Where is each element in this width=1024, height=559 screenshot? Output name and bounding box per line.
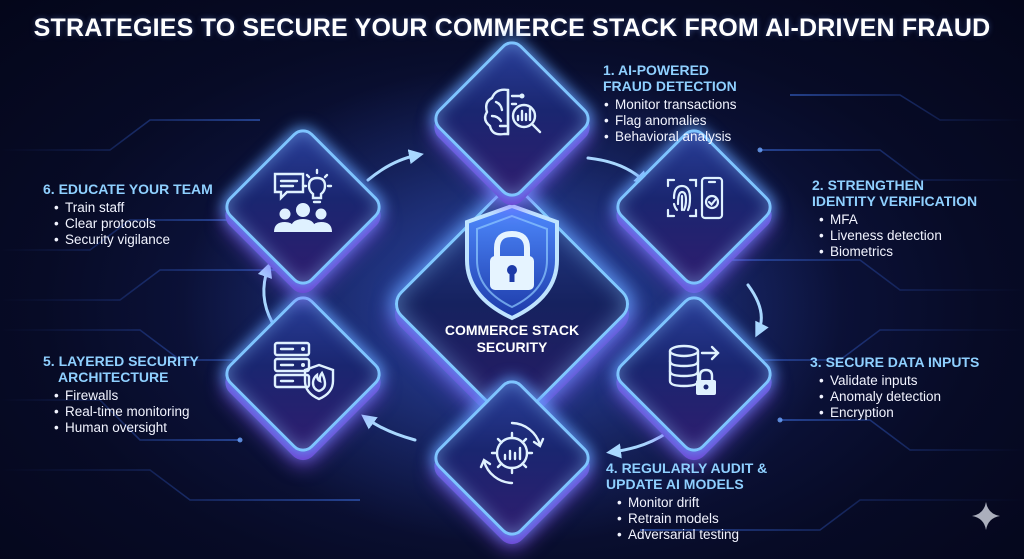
step-4-label: 4. REGULARLY AUDIT & UPDATE AI MODELS Mo… [606, 460, 767, 543]
step-2-label: 2. STRENGTHEN IDENTITY VERIFICATION MFA … [812, 177, 977, 260]
step-4-item-2: Retrain models [616, 511, 767, 527]
step-3-list: Validate inputs Anomaly detection Encryp… [818, 373, 979, 421]
step-6-label: 6. EDUCATE YOUR TEAM Train staff Clear p… [43, 181, 213, 248]
step-1-item-1: Monitor transactions [603, 97, 737, 113]
shield-lock-icon [465, 203, 559, 321]
center-label-line2: SECURITY [476, 339, 548, 355]
step-2-item-1: MFA [818, 212, 977, 228]
database-lock-icon [668, 344, 720, 395]
step-4-heading-line1: 4. REGULARLY AUDIT & [606, 460, 768, 476]
step-5-item-2: Real-time monitoring [53, 404, 199, 420]
server-shield-icon [273, 341, 335, 401]
step-3-item-1: Validate inputs [818, 373, 979, 389]
step-1-heading-line2: FRAUD DETECTION [603, 78, 737, 94]
fingerprint-phone-icon [666, 176, 724, 220]
step-4-heading-line2: UPDATE AI MODELS [606, 476, 744, 492]
step-4-list: Monitor drift Retrain models Adversarial… [616, 495, 767, 543]
sparkle-icon [972, 502, 1000, 530]
step-4-item-1: Monitor drift [616, 495, 767, 511]
step-3-heading-line1: 3. SECURE DATA INPUTS [810, 354, 980, 370]
gear-refresh-icon [479, 421, 545, 485]
step-1-item-2: Flag anomalies [603, 113, 737, 129]
step-5-heading-line1: 5. LAYERED SECURITY [43, 353, 199, 369]
step-1-list: Monitor transactions Flag anomalies Beha… [603, 97, 737, 145]
step-1-heading-line1: 1. AI-POWERED [603, 62, 710, 78]
step-3-item-3: Encryption [818, 405, 979, 421]
step-2-item-2: Liveness detection [818, 228, 977, 244]
step-6-item-1: Train staff [53, 200, 213, 216]
step-6-heading-line1: 6. EDUCATE YOUR TEAM [43, 181, 213, 197]
step-1-item-3: Behavioral analysis [603, 129, 737, 145]
step-4-item-3: Adversarial testing [616, 527, 767, 543]
step-3-item-2: Anomaly detection [818, 389, 979, 405]
step-2-list: MFA Liveness detection Biometrics [818, 212, 977, 260]
step-6-item-2: Clear protocols [53, 216, 213, 232]
center-label: COMMERCE STACK SECURITY [412, 322, 612, 356]
step-1-label: 1. AI-POWERED FRAUD DETECTION Monitor tr… [603, 62, 737, 145]
step-5-list: Firewalls Real-time monitoring Human ove… [53, 388, 199, 436]
brain-analytics-icon [483, 88, 542, 136]
step-2-heading-line2: IDENTITY VERIFICATION [812, 193, 978, 209]
step-5-label: 5. LAYERED SECURITY ARCHITECTURE Firewal… [43, 353, 199, 436]
step-2-heading-line1: 2. STRENGTHEN [812, 177, 925, 193]
step-3-label: 3. SECURE DATA INPUTS Validate inputs An… [810, 354, 979, 421]
step-5-heading-line2: ARCHITECTURE [58, 369, 169, 385]
step-2-item-3: Biometrics [818, 244, 977, 260]
step-5-item-1: Firewalls [53, 388, 199, 404]
step-5-item-3: Human oversight [53, 420, 199, 436]
team-idea-icon [273, 168, 333, 232]
page-title: STRATEGIES TO SECURE YOUR COMMERCE STACK… [33, 14, 991, 42]
step-6-list: Train staff Clear protocols Security vig… [53, 200, 213, 248]
center-label-line1: COMMERCE STACK [444, 322, 580, 338]
step-6-item-3: Security vigilance [53, 232, 213, 248]
